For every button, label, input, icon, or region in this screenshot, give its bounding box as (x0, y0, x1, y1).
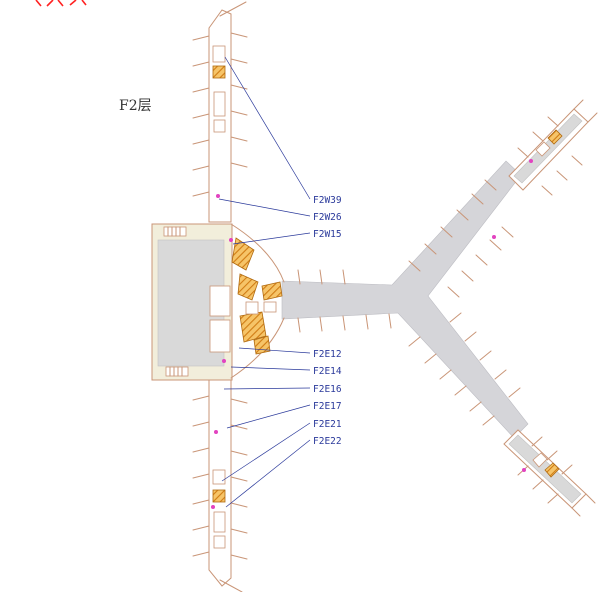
leader-line-f2w15 (232, 232, 311, 245)
core-room-2 (209, 319, 231, 353)
gate-label-f2e17: F2E17 (313, 401, 342, 412)
gate-label-f2w15: F2W15 (313, 229, 342, 240)
se-pier-corridor (508, 434, 582, 504)
top-stair-box (163, 226, 187, 237)
shop-room-1 (245, 301, 259, 315)
leader-line-f2e12 (238, 347, 311, 354)
upper-arm-jetbridge-stubs (408, 179, 514, 298)
north-right-jetbridge-stubs (230, 32, 248, 168)
leader-line-f2e16 (223, 387, 311, 390)
se-pier-shop (544, 462, 560, 478)
leader-line-f2e22 (225, 439, 311, 508)
north-room-2 (213, 91, 226, 117)
corridor-trunk-stubs (297, 269, 392, 333)
marker-dot (222, 359, 226, 363)
south-concourse (192, 361, 248, 592)
central-terminal-building (151, 223, 285, 381)
gate-label-f2w39: F2W39 (313, 195, 342, 206)
north-concourse (192, 1, 248, 223)
north-room-1 (212, 45, 226, 63)
south-left-jetbridge-stubs (192, 395, 210, 557)
shop-room-2 (263, 301, 277, 313)
south-room-2 (213, 511, 226, 533)
corridor-body (281, 160, 529, 439)
east-corridor (281, 160, 529, 439)
lower-arm-jetbridge-stubs (408, 312, 521, 426)
south-shop (212, 489, 226, 503)
shop-1 (231, 237, 255, 271)
marker-dot (492, 235, 496, 239)
central-shops (231, 237, 283, 355)
south-right-jetbridge-stubs (230, 398, 248, 560)
southeast-satellite-pier (503, 429, 596, 517)
leader-line-f2w39 (224, 56, 311, 200)
north-room-3 (213, 119, 226, 133)
north-left-jetbridge-stubs (192, 35, 210, 197)
leader-line-f2w26 (218, 198, 311, 217)
north-concourse-antenna (219, 1, 247, 17)
shop-2 (237, 273, 259, 301)
bottom-stair-hatch (169, 366, 183, 377)
leader-line-f2e21 (221, 422, 311, 482)
south-room-3 (213, 535, 226, 549)
shop-3 (261, 281, 283, 301)
gate-label-f2w26: F2W26 (313, 212, 342, 223)
marker-dot (214, 430, 218, 434)
top-stair-hatch (167, 226, 181, 237)
gate-label-f2e16: F2E16 (313, 384, 342, 395)
gate-label-f2e21: F2E21 (313, 419, 342, 430)
marker-dot (216, 194, 220, 198)
se-pier-room (532, 452, 548, 468)
northeast-satellite-pier (508, 99, 598, 196)
core-room-1 (209, 285, 231, 317)
marker-dot (522, 468, 526, 472)
marker-dot (229, 238, 233, 242)
gate-label-f2e14: F2E14 (313, 366, 342, 377)
south-concourse-antenna (219, 579, 243, 592)
gate-labels-west: F2W39 F2W26 F2W15 (218, 56, 342, 245)
gate-label-f2e22: F2E22 (313, 436, 342, 447)
clipped-red-text-fragment (35, 0, 87, 7)
gate-label-f2e12: F2E12 (313, 349, 342, 360)
leader-line-f2e14 (230, 366, 311, 371)
waist-curve-upper (230, 223, 285, 283)
ne-pier-shop (547, 129, 563, 145)
marker-dot (211, 505, 215, 509)
leader-line-f2e17 (226, 404, 311, 429)
south-room-1 (212, 469, 226, 485)
north-shop (212, 65, 226, 79)
bottom-stair-box (165, 366, 189, 377)
ne-pier-room (535, 141, 551, 157)
gate-labels-east: F2E12 F2E14 F2E16 F2E17 F2E21 F2E22 (221, 347, 342, 508)
floor-title: F2层 (119, 98, 152, 114)
location-markers (211, 159, 533, 509)
ne-pier-stubs (517, 99, 598, 196)
marker-dot (529, 159, 533, 163)
